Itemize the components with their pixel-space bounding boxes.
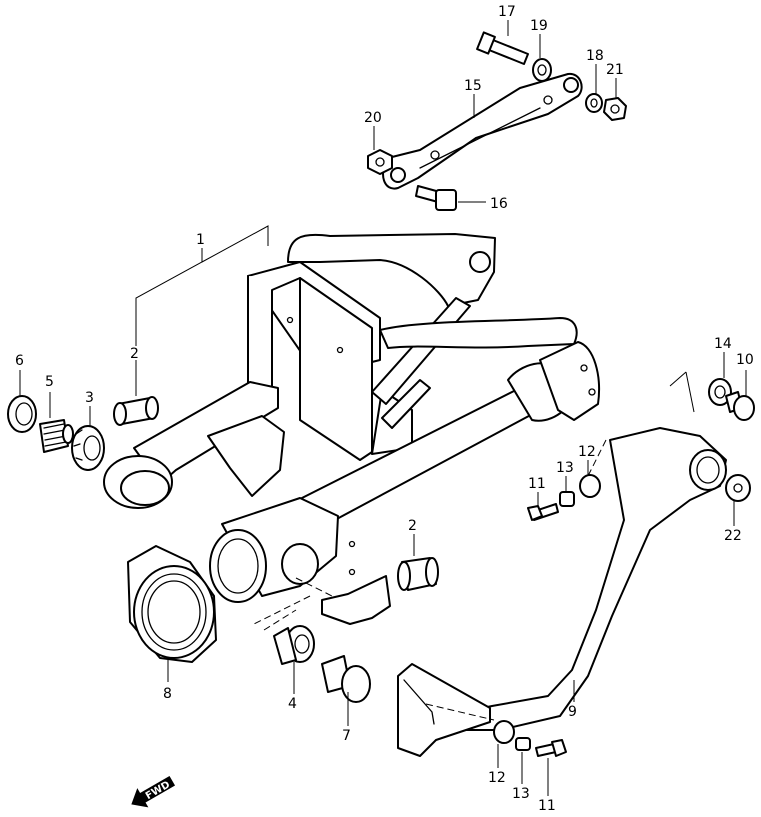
callout-12-upper: 12 xyxy=(578,444,596,460)
part-washer-18 xyxy=(585,93,603,113)
callout-6: 6 xyxy=(15,353,24,369)
callout-17: 17 xyxy=(498,4,516,20)
part-cap-12-upper xyxy=(579,474,601,498)
callout-13-lower: 13 xyxy=(512,786,530,802)
callout-19: 19 xyxy=(530,18,548,34)
leader-lines xyxy=(19,20,747,796)
part-bushing-14 xyxy=(708,378,732,406)
callout-12-lower: 12 xyxy=(488,770,506,786)
part-bolt-10 xyxy=(725,391,755,421)
callout-9: 9 xyxy=(568,704,577,720)
callout-22: 22 xyxy=(724,528,742,544)
callout-10: 10 xyxy=(736,352,754,368)
part-adjuster-bolt-5 xyxy=(39,419,74,453)
part-bolt-17 xyxy=(476,31,529,65)
callout-11-lower: 11 xyxy=(538,798,556,814)
callout-20: 20 xyxy=(364,110,382,126)
part-bearing-3 xyxy=(71,425,105,471)
part-torque-link xyxy=(382,72,583,190)
callout-21: 21 xyxy=(606,62,624,78)
part-collar-13-lower xyxy=(515,737,531,751)
fwd-arrow-icon: FWD xyxy=(131,775,176,808)
part-collar-13-upper xyxy=(559,491,575,507)
part-nut-20 xyxy=(367,149,393,175)
callout-1: 1 xyxy=(196,232,205,248)
callout-3: 3 xyxy=(85,390,94,406)
callout-4: 4 xyxy=(288,696,297,712)
callout-7: 7 xyxy=(342,728,351,744)
part-swingarm-frame xyxy=(103,233,600,625)
part-nut-21 xyxy=(603,97,627,121)
callout-2-lower: 2 xyxy=(408,518,417,534)
callout-16: 16 xyxy=(490,196,508,212)
part-bolt-11-lower xyxy=(535,739,567,757)
part-bushing-2-lower xyxy=(397,557,439,591)
callout-13-upper: 13 xyxy=(556,460,574,476)
callout-11-upper: 11 xyxy=(528,476,546,492)
callout-labels: 1 2 2 3 4 5 6 7 8 9 10 11 11 12 12 13 13… xyxy=(15,4,754,814)
part-bearing-4 xyxy=(273,625,315,665)
part-cap-12-lower xyxy=(493,720,515,744)
part-bolt-16 xyxy=(415,185,457,211)
part-nut-22 xyxy=(725,474,751,502)
part-brake-pedal-9 xyxy=(397,427,727,757)
part-bushing-2-upper xyxy=(113,396,159,426)
callout-8: 8 xyxy=(163,686,172,702)
callout-18: 18 xyxy=(586,48,604,64)
callout-14: 14 xyxy=(714,336,732,352)
part-cap-6 xyxy=(7,395,37,433)
part-plug-7 xyxy=(321,655,371,703)
callout-2-upper: 2 xyxy=(130,346,139,362)
callout-5: 5 xyxy=(45,374,54,390)
callout-15: 15 xyxy=(464,78,482,94)
part-boot-8 xyxy=(127,545,217,663)
part-washer-19 xyxy=(532,58,552,82)
part-bolt-11-upper xyxy=(527,503,559,521)
